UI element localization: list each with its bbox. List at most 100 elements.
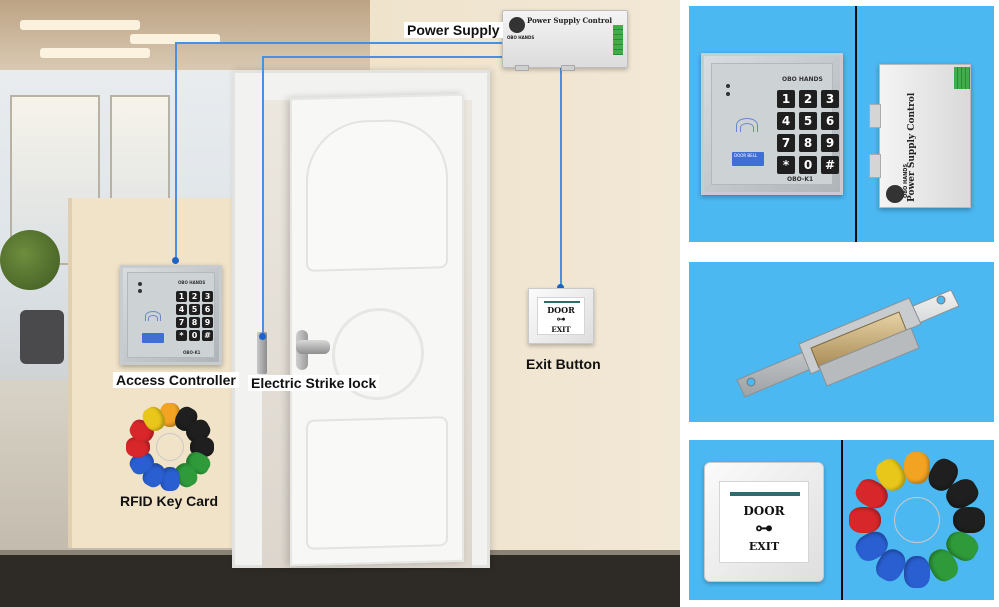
keypad-key: 1 xyxy=(176,291,187,302)
wire xyxy=(560,66,562,288)
keypad-key: * xyxy=(176,330,187,341)
wire xyxy=(175,42,177,260)
keypad-key: 6 xyxy=(202,304,213,315)
rfid-symbol-icon xyxy=(740,123,754,132)
terminal-block xyxy=(954,67,970,89)
electric-strike-lock-caption: Electric Strike lock xyxy=(248,375,380,391)
controller-model: OBO-K1 xyxy=(787,176,814,183)
controller-brand: OBO HANDS xyxy=(782,76,823,83)
keypad-key: 4 xyxy=(777,112,795,130)
rfid-tag xyxy=(953,507,985,533)
keypad-key: # xyxy=(821,156,839,174)
controller-brand: OBO HANDS xyxy=(178,280,206,285)
power-supply-closeup: Power Supply Control OBO HANDS xyxy=(867,64,983,208)
keypad-key: 7 xyxy=(176,317,187,328)
exit-button-face: DOOR ⊶ EXIT xyxy=(719,481,809,563)
wire xyxy=(262,56,264,336)
power-supply-title: Power Supply Control xyxy=(527,16,613,25)
keypad-key: 9 xyxy=(821,134,839,152)
key-ring xyxy=(893,496,941,544)
panel-divider xyxy=(855,6,857,242)
ceiling-light xyxy=(40,48,150,58)
power-led-icon xyxy=(138,282,142,286)
door-handle xyxy=(296,340,330,354)
key-icon: ⊶ xyxy=(755,518,773,539)
keypad-key: 0 xyxy=(189,330,200,341)
electric-strike-lock-closeup xyxy=(736,289,960,398)
exit-button-closeup: DOOR ⊶ EXIT xyxy=(704,462,824,582)
door xyxy=(290,93,464,567)
keypad-key: 3 xyxy=(202,291,213,302)
office-plant xyxy=(0,230,60,290)
keypad-key: 3 xyxy=(821,90,839,108)
exit-indicator-bar xyxy=(544,301,580,303)
door-bell-icon: DOOR BELL xyxy=(732,152,764,166)
power-supply-body: Power Supply Control OBO HANDS xyxy=(879,64,971,208)
wire-connector xyxy=(259,333,266,340)
rfid-symbol-icon xyxy=(148,315,158,321)
mounting-foot xyxy=(515,65,529,71)
exit-button-caption: Exit Button xyxy=(526,356,601,372)
wire xyxy=(262,56,504,58)
wire xyxy=(175,42,505,44)
keypad-key: 5 xyxy=(189,304,200,315)
office-chair xyxy=(20,310,64,364)
key-ring xyxy=(155,432,185,462)
exit-button-bottom-text: EXIT xyxy=(551,325,571,334)
door-lower-panel xyxy=(306,416,448,550)
keypad-key: 0 xyxy=(799,156,817,174)
mounting-foot xyxy=(869,104,881,128)
mounting-foot xyxy=(561,65,575,71)
installation-scene: Power Supply Control OBO HANDS Power Sup… xyxy=(0,0,680,607)
rfid-tag xyxy=(904,556,930,588)
power-supply-caption: Power Supply xyxy=(404,22,503,38)
product-panel-strike-lock xyxy=(689,262,994,422)
exit-button-face: DOOR ⊶ EXIT xyxy=(537,297,585,335)
rfid-tag xyxy=(904,452,930,484)
rfid-symbol-icon xyxy=(145,311,161,321)
electric-strike-lock-device xyxy=(257,332,267,374)
hand-logo-icon xyxy=(509,17,525,33)
keypad-key: 1 xyxy=(777,90,795,108)
power-supply-brand: OBO HANDS xyxy=(903,163,909,198)
power-supply-brand: OBO HANDS xyxy=(507,35,535,40)
hand-logo-icon xyxy=(886,185,904,203)
keypad-key: 4 xyxy=(176,304,187,315)
rfid-tag xyxy=(849,507,881,533)
mounting-foot xyxy=(869,154,881,178)
door-upper-panel xyxy=(306,118,448,272)
exit-button-device: DOOR ⊶ EXIT xyxy=(528,288,594,344)
keypad-key: 2 xyxy=(189,291,200,302)
rfid-symbol-icon xyxy=(736,118,758,132)
wire-connector xyxy=(557,284,564,291)
keypad-key: 6 xyxy=(821,112,839,130)
keypad-key: 8 xyxy=(799,134,817,152)
ceiling-light xyxy=(20,20,140,30)
access-controller-caption: Access Controller xyxy=(113,372,239,388)
keypad-key: 9 xyxy=(202,317,213,328)
ceiling-light xyxy=(130,34,220,44)
keypad-key: * xyxy=(777,156,795,174)
wire-connector xyxy=(172,257,179,264)
door-bell-icon xyxy=(142,333,164,343)
ok-led-icon xyxy=(726,92,730,96)
exit-button-top-text: DOOR xyxy=(547,305,575,315)
panel-divider xyxy=(841,440,843,600)
power-supply-unit: Power Supply Control OBO HANDS xyxy=(502,10,628,71)
product-panel-exit-rfid: DOOR ⊶ EXIT xyxy=(689,440,994,600)
exit-button-bottom-text: EXIT xyxy=(748,540,780,553)
rfid-key-card-caption: RFID Key Card xyxy=(120,493,219,509)
ok-led-icon xyxy=(138,289,142,293)
keypad-key: 2 xyxy=(799,90,817,108)
controller-model: OBO-K1 xyxy=(183,350,201,355)
keypad-key: 8 xyxy=(189,317,200,328)
keypad-key: 7 xyxy=(777,134,795,152)
exit-indicator-bar xyxy=(730,492,800,496)
power-led-icon xyxy=(726,84,730,88)
keypad-key: # xyxy=(202,330,213,341)
